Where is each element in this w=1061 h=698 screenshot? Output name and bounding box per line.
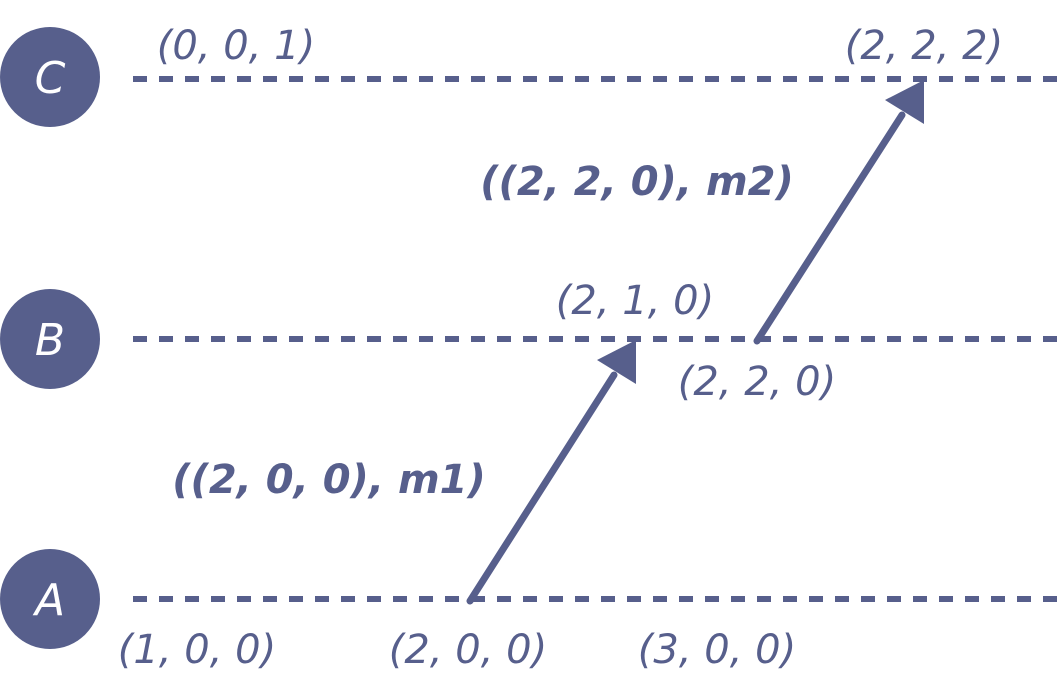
message-arrow-m2 xyxy=(753,80,924,345)
event-a-3: (3, 0, 0) xyxy=(638,627,796,673)
event-c-1: (0, 0, 1) xyxy=(157,23,315,69)
process-label-b: B xyxy=(35,315,65,366)
event-b-1: (2, 1, 0) xyxy=(556,278,714,324)
event-a-2: (2, 0, 0) xyxy=(389,627,547,673)
event-b-2: (2, 2, 0) xyxy=(678,359,836,405)
process-node-b: B xyxy=(0,289,100,389)
process-node-a: A xyxy=(0,549,100,649)
process-label-a: A xyxy=(32,575,65,626)
process-label-c: C xyxy=(35,53,66,104)
message-arrow-m1 xyxy=(466,340,636,605)
message-label-m2: ((2, 2, 0), m2) xyxy=(480,159,794,205)
process-node-c: C xyxy=(0,27,100,127)
event-c-2: (2, 2, 2) xyxy=(845,23,1003,69)
event-a-1: (1, 0, 0) xyxy=(118,627,276,673)
message-label-m1: ((2, 0, 0), m1) xyxy=(172,457,486,503)
